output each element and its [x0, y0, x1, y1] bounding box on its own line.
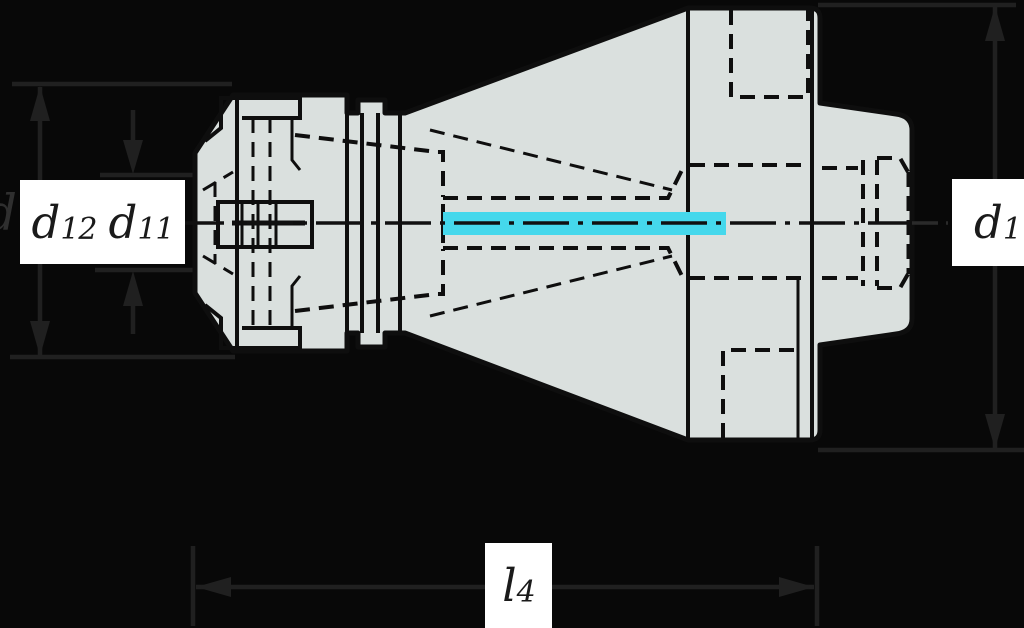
extension-lines: [10, 2, 1024, 626]
bore-top: [443, 169, 684, 200]
shank-inner-steps: [877, 156, 910, 290]
flange-bore-lines: [690, 163, 812, 280]
arrow-d11-up: [123, 271, 143, 306]
arrow-l4-left: [196, 577, 231, 597]
dimension-arrows: [30, 6, 1005, 597]
label-d1-sub: 1: [1002, 212, 1022, 247]
nut-slab-bottom: [203, 303, 302, 350]
label-d12-base: d: [31, 195, 61, 249]
coolant-channel: [443, 212, 726, 235]
label-l4-sub: 4: [516, 575, 536, 610]
label-d11-sub: 11: [137, 211, 174, 247]
label-d1-base: d: [974, 196, 1003, 249]
label-d11-base: d: [108, 195, 138, 249]
bore-step-top: [294, 133, 445, 197]
cone-bore-slant-top: [429, 128, 673, 192]
arrow-d1-up: [985, 6, 1005, 41]
bore-bottom: [443, 246, 684, 277]
arrow-d11-down: [123, 140, 143, 174]
hidden-lines: [202, 10, 910, 438]
collet-hook-bottom: [290, 275, 302, 328]
arrow-l4-right: [779, 577, 814, 597]
nut-chamfer-hidden: [202, 170, 234, 276]
shank-bore-lines: [822, 166, 858, 280]
bore-step-bottom: [294, 249, 445, 313]
arrow-d12-up: [30, 86, 50, 121]
arrow-d1-down: [985, 414, 1005, 449]
flange-pocket-top: [729, 10, 810, 99]
nut-slab-top: [203, 96, 302, 143]
ghost-label-left: d: [0, 188, 17, 238]
collet-hook-top: [290, 118, 302, 171]
label-l4-base: l: [502, 559, 517, 612]
flange-pocket-bottom: [721, 348, 798, 438]
arrow-d12-down: [30, 321, 50, 356]
cone-bore-slant-bottom: [429, 254, 673, 318]
label-d12-sub: 12: [60, 211, 97, 247]
